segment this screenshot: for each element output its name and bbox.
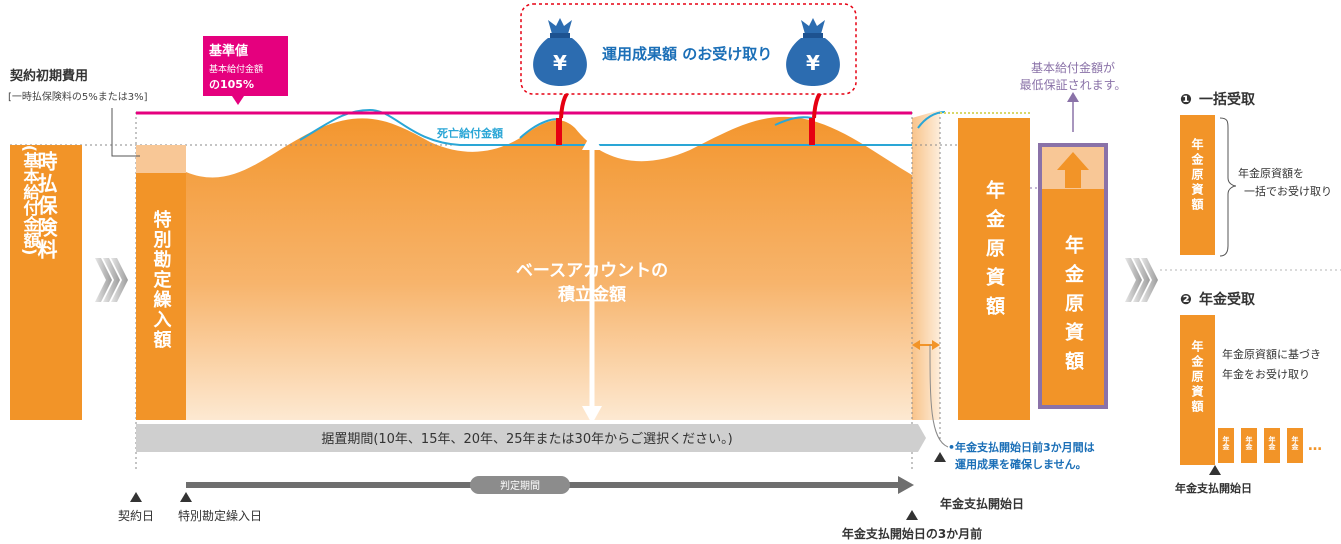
three-month-arrow — [912, 340, 949, 448]
death-benefit-label: 死亡給付金額 — [437, 126, 503, 140]
standard-value-badge — [203, 36, 288, 96]
premium-sub-label: (基本給付金額) — [21, 145, 41, 256]
option1-desc-line2: 一括でお受け取り — [1244, 184, 1332, 198]
special-account-date-marker — [180, 492, 192, 502]
pension-start-marker — [934, 452, 946, 462]
special-account-column — [136, 173, 186, 420]
option1-title: 一括受取 — [1199, 91, 1256, 108]
annuity-pension-box — [1180, 315, 1215, 465]
three-months-before-marker — [906, 510, 918, 520]
up-arrow-icon — [1057, 152, 1089, 188]
deferment-period-bar — [136, 424, 926, 452]
option1-number: ❶ — [1180, 92, 1192, 108]
annual-pension-box — [1241, 428, 1257, 463]
premium-column — [10, 145, 82, 420]
premium-label: 一時払保険料 — [34, 129, 58, 261]
flow-chevron — [95, 258, 128, 302]
standard-value-line1: 基本給付金額 — [209, 63, 263, 75]
profit-bar — [809, 118, 815, 145]
no-guarantee-line1: •年金支払開始日前3か月間は — [948, 440, 1095, 454]
lump-sum-pension-box — [1180, 115, 1215, 255]
annual-pension-label: 年金 — [1222, 435, 1231, 451]
min-guarantee-line1: 基本給付金額が — [1031, 60, 1115, 75]
brace — [1219, 117, 1237, 257]
base-account-area — [186, 116, 912, 420]
option1-box-label: 年金原資額 — [1190, 137, 1204, 213]
annual-pension-label: 年金 — [1291, 435, 1300, 451]
min-guarantee-line2: 最低保証されます。 — [1020, 78, 1127, 92]
option2-desc-line2: 年金をお受け取り — [1222, 367, 1310, 381]
deferment-fade-area — [912, 110, 940, 420]
initial-cost-connector — [111, 108, 140, 157]
yen-money-bag-icon — [786, 18, 840, 86]
option2-box-label: 年金原資額 — [1190, 339, 1204, 415]
annual-pension-box — [1264, 428, 1280, 463]
continuation-ellipsis: … — [1308, 438, 1322, 454]
contract-date-label: 契約日 — [118, 508, 154, 523]
pension-principal-label: 年金原資額 — [983, 179, 1006, 325]
option1-desc-line1: 年金原資額を — [1238, 166, 1304, 180]
yen-symbol: ¥ — [806, 51, 820, 75]
deferment-period-label: 据置期間(10年、15年、20年、25年または30年からご選択ください。) — [321, 431, 732, 447]
death-benefit-line — [299, 108, 912, 146]
initial-cost-title: 契約初期費用 — [9, 68, 88, 84]
contract-date-marker — [130, 492, 142, 502]
initial-cost-note: [一時払保険料の5%または3%] — [8, 90, 148, 103]
annual-pension-label: 年金 — [1245, 435, 1254, 451]
base-account-line2: 積立金額 — [558, 284, 626, 305]
yen-symbol: ¥ — [553, 51, 567, 75]
annual-pension-box — [1287, 428, 1303, 463]
initial-cost-block — [136, 145, 186, 173]
pension-principal-column — [958, 118, 1030, 420]
base-account-line1: ベースアカウントの — [516, 261, 668, 281]
option2-desc-line1: 年金原資額に基づき — [1222, 347, 1321, 361]
standard-value-line2: の105% — [209, 78, 254, 91]
profit-bar — [556, 118, 562, 145]
special-account-label: 特別勘定繰入額 — [151, 209, 173, 350]
annual-pension-box — [1218, 428, 1234, 463]
right-pension-start-label: 年金支払開始日 — [1175, 481, 1252, 495]
accumulation-height-arrow — [582, 132, 602, 424]
yen-money-bag-icon — [533, 18, 587, 86]
option2-number: ❷ — [1180, 292, 1192, 308]
three-months-before-label: 年金支払開始日の3か月前 — [842, 526, 982, 541]
judgment-period-label: 判定期間 — [500, 479, 540, 492]
pension-start-date-label: 年金支払開始日 — [940, 496, 1024, 511]
annual-pension-label: 年金 — [1268, 435, 1277, 451]
no-guarantee-line2: 運用成果を確保しません。 — [955, 457, 1087, 471]
option2-title: 年金受取 — [1199, 291, 1256, 308]
right-pension-start-marker — [1209, 465, 1221, 475]
profit-receipt-title: 運用成果額 のお受け取り — [602, 45, 772, 63]
standard-value-title: 基準値 — [208, 43, 248, 59]
flow-chevron — [1125, 258, 1158, 302]
profit-receipt-box — [520, 3, 857, 95]
pension-principal-guaranteed-label: 年金原資額 — [1062, 234, 1085, 380]
special-account-date-label: 特別勘定繰入日 — [178, 508, 262, 523]
